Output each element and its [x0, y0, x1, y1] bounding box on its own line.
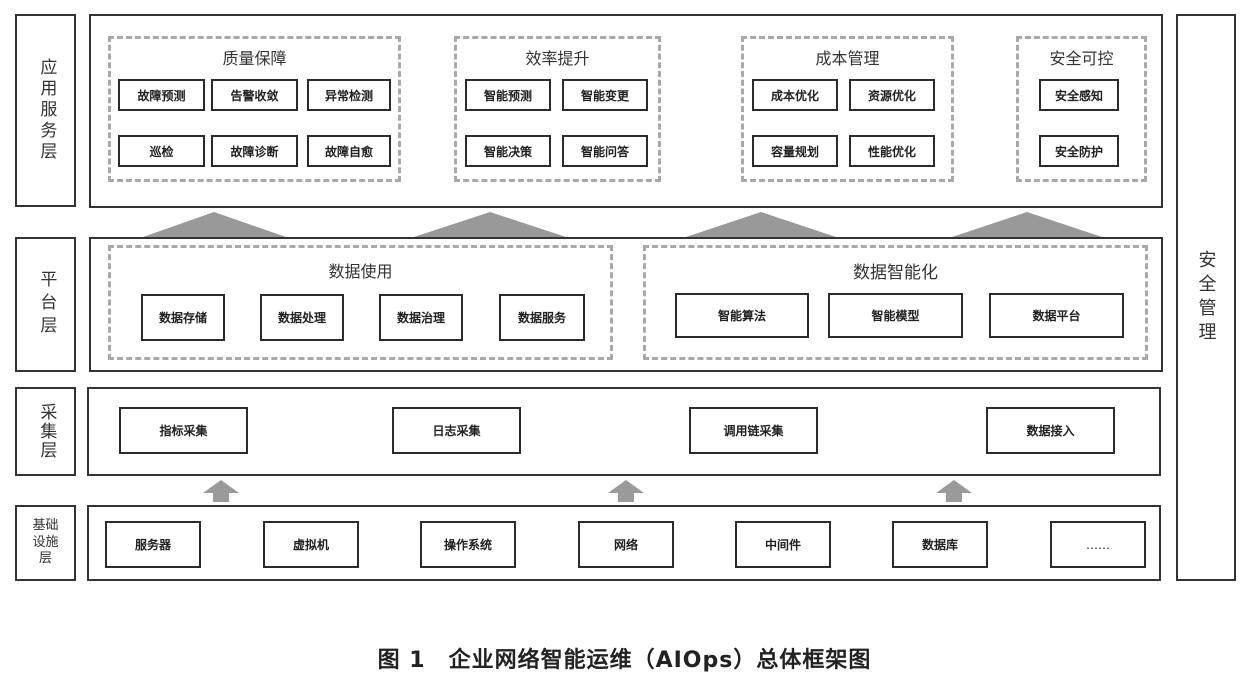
- module-box: 数据接入: [986, 407, 1115, 454]
- module-box: 智能决策: [465, 135, 551, 167]
- group-title: 数据使用: [328, 262, 393, 281]
- module-box: 中间件: [735, 521, 831, 568]
- layer-label-infra: 基础 设施 层: [15, 505, 76, 581]
- upward-triangle-1: [143, 212, 286, 237]
- module-box: 虚拟机: [263, 521, 359, 568]
- module-box: 服务器: [105, 521, 201, 568]
- layer-label-app: 应用服务层: [15, 14, 76, 207]
- module-box: 安全感知: [1039, 79, 1119, 111]
- group-quality-assurance: 质量保障 故障预测 告警收敛 异常检测 巡检 故障诊断 故障自愈: [108, 36, 401, 182]
- group-title: 安全可控: [1049, 49, 1114, 68]
- group-data-usage: 数据使用 数据存储 数据处理 数据治理 数据服务: [108, 245, 613, 360]
- module-box: 故障自愈: [307, 135, 391, 167]
- module-box: 智能预测: [465, 79, 551, 111]
- figure-caption: 图 1 企业网络智能运维（AIOps）总体框架图: [377, 648, 872, 673]
- module-box: 安全防护: [1039, 135, 1119, 167]
- module-box: 性能优化: [849, 135, 935, 167]
- upward-triangle-3: [686, 212, 836, 237]
- module-box: 智能问答: [562, 135, 648, 167]
- group-title: 数据智能化: [853, 263, 938, 283]
- layer-label-platform: 平台层: [15, 237, 76, 372]
- module-box: 数据存储: [141, 294, 225, 341]
- module-box: 异常检测: [307, 79, 391, 111]
- up-arrow-3: [936, 480, 972, 502]
- module-box: 指标采集: [119, 407, 248, 454]
- module-box: ……: [1050, 521, 1146, 568]
- up-arrow-1: [203, 480, 239, 502]
- group-title: 效率提升: [525, 49, 590, 68]
- module-box: 巡检: [118, 135, 205, 167]
- collection-layer: [87, 387, 1161, 476]
- module-box: 数据服务: [499, 294, 585, 341]
- module-box: 数据库: [892, 521, 988, 568]
- group-title: 质量保障: [222, 49, 287, 68]
- module-box: 智能变更: [562, 79, 648, 111]
- module-box: 网络: [578, 521, 674, 568]
- app-service-layer: [89, 14, 1163, 208]
- module-box: 日志采集: [392, 407, 521, 454]
- group-cost-management: 成本管理 成本优化 资源优化 容量规划 性能优化: [741, 36, 954, 182]
- module-box: 故障预测: [118, 79, 205, 111]
- security-management-column: 安全管理: [1176, 14, 1236, 581]
- module-box: 数据平台: [989, 293, 1124, 338]
- module-box: 操作系统: [420, 521, 516, 568]
- up-arrow-2: [608, 480, 644, 502]
- group-data-intelligence: 数据智能化 智能算法 智能模型 数据平台: [643, 245, 1148, 360]
- group-title: 成本管理: [815, 49, 880, 68]
- module-box: 数据处理: [260, 294, 344, 341]
- group-efficiency: 效率提升 智能预测 智能变更 智能决策 智能问答: [454, 36, 661, 182]
- upward-triangle-2: [414, 212, 566, 237]
- upward-triangle-4: [952, 212, 1102, 237]
- module-box: 成本优化: [752, 79, 838, 111]
- module-box: 智能算法: [675, 293, 809, 338]
- group-security-control: 安全可控 安全感知 安全防护: [1016, 36, 1147, 182]
- layer-label-collect: 采集层: [15, 387, 76, 476]
- module-box: 数据治理: [379, 294, 463, 341]
- module-box: 容量规划: [752, 135, 838, 167]
- module-box: 故障诊断: [211, 135, 298, 167]
- module-box: 调用链采集: [689, 407, 818, 454]
- module-box: 告警收敛: [211, 79, 298, 111]
- module-box: 智能模型: [828, 293, 963, 338]
- module-box: 资源优化: [849, 79, 935, 111]
